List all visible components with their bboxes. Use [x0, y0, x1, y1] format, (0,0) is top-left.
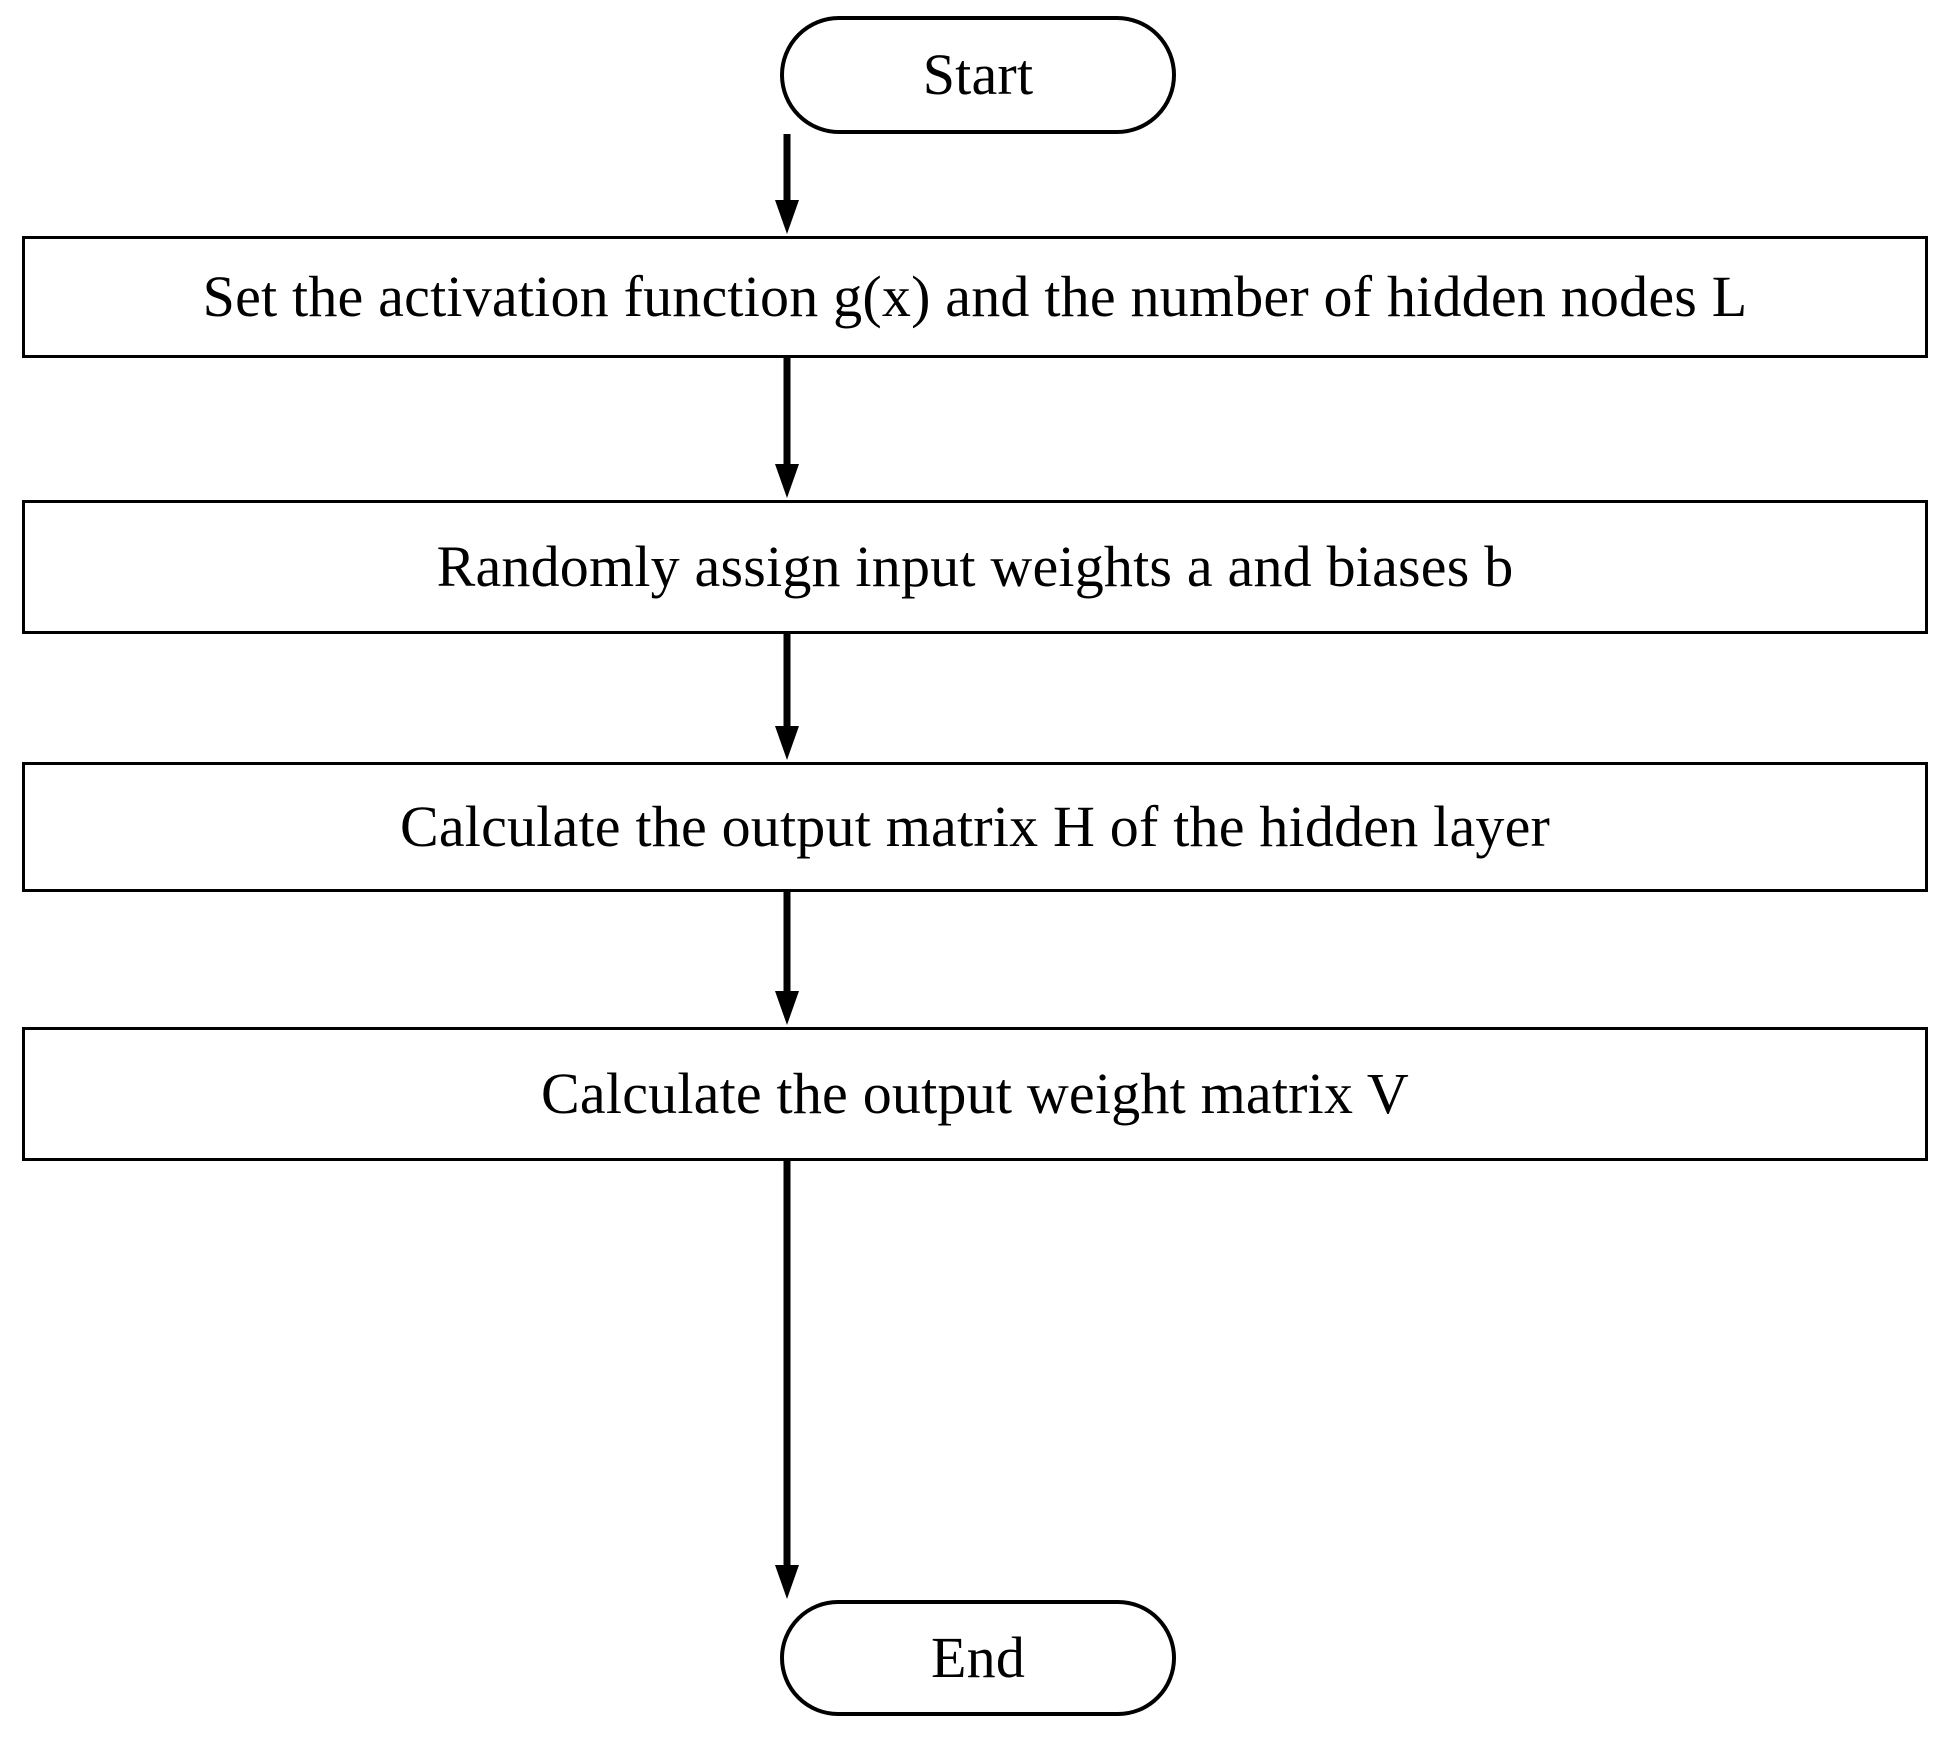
- node-step1[interactable]: Set the activation function g(x) and the…: [22, 236, 1928, 358]
- connector-step3-to-step4: [767, 892, 807, 1027]
- node-step1-label: Set the activation function g(x) and the…: [202, 264, 1748, 330]
- node-step2[interactable]: Randomly assign input weights a and bias…: [22, 500, 1928, 634]
- node-step4-label: Calculate the output weight matrix V: [541, 1061, 1409, 1127]
- arrow-down-icon: [775, 134, 799, 234]
- arrow-down-icon: [775, 892, 799, 1025]
- arrow-down-icon: [775, 358, 799, 498]
- node-step4[interactable]: Calculate the output weight matrix V: [22, 1027, 1928, 1161]
- node-start-label: Start: [922, 42, 1034, 108]
- node-end-label: End: [930, 1625, 1026, 1691]
- node-step2-label: Randomly assign input weights a and bias…: [436, 534, 1514, 600]
- arrow-down-icon: [775, 1161, 799, 1599]
- node-step3[interactable]: Calculate the output matrix H of the hid…: [22, 762, 1928, 892]
- node-end[interactable]: End: [780, 1600, 1176, 1716]
- connector-step1-to-step2: [767, 358, 807, 500]
- arrow-down-icon: [775, 634, 799, 760]
- connector-start-to-step1: [767, 134, 807, 236]
- node-step3-label: Calculate the output matrix H of the hid…: [399, 794, 1551, 860]
- connector-step4-to-end: [767, 1161, 807, 1601]
- node-start[interactable]: Start: [780, 16, 1176, 134]
- connector-step2-to-step3: [767, 634, 807, 762]
